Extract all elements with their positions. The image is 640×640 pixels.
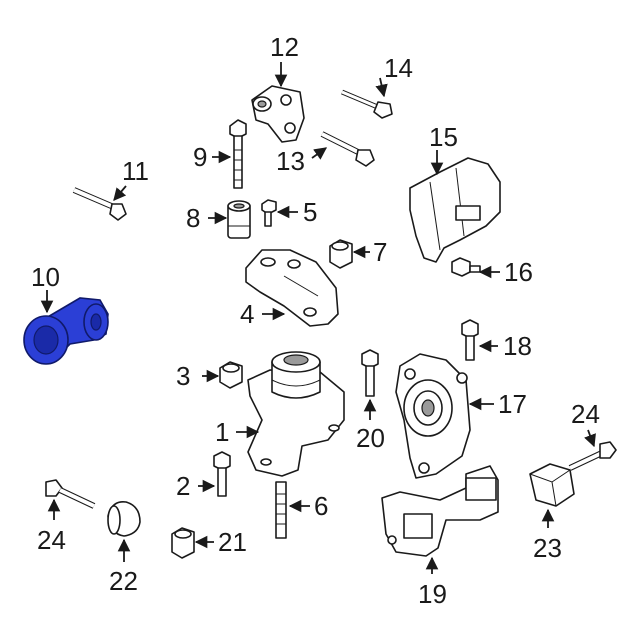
- callout-24-left: 24: [37, 525, 66, 555]
- callout-23: 23: [533, 533, 562, 563]
- part-20-bolt[interactable]: [361, 349, 379, 397]
- callout-1: 1: [215, 417, 229, 447]
- part-19-mount-bracket[interactable]: [381, 465, 499, 557]
- callout-24-right: 24: [571, 399, 600, 429]
- callout-16: 16: [504, 257, 533, 287]
- callout-9: 9: [193, 142, 207, 172]
- callout-14: 14: [384, 53, 413, 83]
- part-11-bolt[interactable]: [72, 187, 127, 221]
- part-6-stud[interactable]: [275, 481, 287, 539]
- part-16-bolt[interactable]: [451, 257, 481, 277]
- callout-12: 12: [270, 32, 299, 62]
- part-5-bolt[interactable]: [261, 199, 277, 227]
- callout-7: 7: [373, 237, 387, 267]
- callout-18: 18: [503, 331, 532, 361]
- part-12-bracket[interactable]: [251, 85, 305, 143]
- part-15-heat-shield[interactable]: [409, 157, 501, 263]
- callout-8: 8: [186, 203, 200, 233]
- part-24-bolt-right[interactable]: [568, 441, 617, 471]
- part-22-cap[interactable]: [107, 500, 141, 537]
- part-23-bushing[interactable]: [529, 463, 575, 507]
- callout-11: 11: [122, 156, 149, 186]
- callout-6: 6: [314, 491, 328, 521]
- part-13-bolt[interactable]: [320, 131, 375, 167]
- callout-22: 22: [109, 566, 138, 596]
- callout-20: 20: [356, 423, 385, 453]
- callout-19: 19: [418, 579, 447, 609]
- part-2-bolt[interactable]: [213, 451, 231, 497]
- part-18-bolt[interactable]: [461, 319, 479, 361]
- callout-21: 21: [218, 527, 247, 557]
- part-9-bolt[interactable]: [229, 119, 247, 189]
- part-7-nut[interactable]: [329, 239, 353, 269]
- callout-10: 10: [31, 262, 60, 292]
- part-21-nut[interactable]: [171, 527, 195, 559]
- part-14-bolt[interactable]: [341, 89, 393, 119]
- callout-3: 3: [176, 361, 190, 391]
- callout-2: 2: [176, 471, 190, 501]
- part-10-torque-link-highlighted[interactable]: [23, 297, 109, 365]
- part-24-bolt-left[interactable]: [45, 479, 96, 509]
- callout-5: 5: [303, 197, 317, 227]
- callout-13: 13: [276, 146, 305, 176]
- part-17-transmission-mount[interactable]: [395, 353, 471, 479]
- callout-4: 4: [240, 299, 254, 329]
- part-4-mount-bracket[interactable]: [245, 249, 339, 327]
- callout-17: 17: [498, 389, 527, 419]
- part-8-bushing[interactable]: [227, 200, 251, 239]
- part-1-engine-mount[interactable]: [247, 351, 345, 477]
- callout-15: 15: [429, 122, 458, 152]
- part-3-nut[interactable]: [219, 361, 243, 389]
